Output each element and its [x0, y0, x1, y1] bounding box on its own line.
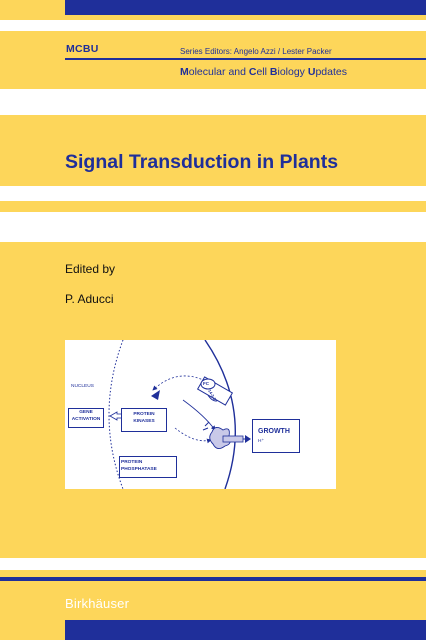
growth-box: [252, 419, 300, 453]
kinases-label-1: PROTEIN: [133, 412, 155, 417]
series-editors: Series Editors: Angelo Azzi / Lester Pac…: [180, 47, 332, 56]
growth-label: GROWTH: [258, 428, 290, 435]
series-name: Molecular and Cell Biology Updates: [180, 66, 347, 78]
nucleus-label: NUCLEUS: [71, 384, 94, 389]
title-lower-band-2: [0, 212, 426, 242]
fc-shape: [200, 378, 216, 390]
dark-arrowhead: [151, 390, 160, 400]
series-name-part: B: [269, 66, 278, 78]
nucleus-envelope: [108, 340, 124, 489]
hollow-arrow: [109, 411, 124, 421]
gene-label: GENE: [79, 410, 93, 415]
fc-label: FC: [203, 381, 209, 386]
publisher-name: Birkhäuser: [65, 596, 130, 611]
series-name-part: iology: [277, 66, 308, 78]
header-rule: [65, 58, 426, 60]
kinases-label-2: KINASES: [133, 419, 155, 424]
kinase-to-pump-arc: [182, 399, 216, 431]
footer-blue-band: [65, 620, 426, 640]
series-name-part: M: [180, 66, 189, 78]
activation-label: ACTIVATION: [71, 417, 101, 422]
phosphatase-label-1: PROTEIN: [121, 460, 143, 465]
signal-arc-inner: [174, 427, 212, 444]
series-name-part: ell: [256, 66, 270, 78]
top-blue-band: [65, 0, 426, 15]
bottom-blue-band: [0, 577, 426, 581]
book-title: Signal Transduction in Plants: [65, 151, 339, 173]
h-plus-label: H⁺: [258, 439, 264, 444]
series-name-part: pdates: [315, 66, 347, 78]
atpase-channel: [222, 435, 244, 443]
signal-diagram: NUCLEUS GENE ACTIVATION PROTEIN KINASES …: [65, 340, 336, 489]
series-code: MCBU: [66, 43, 99, 55]
protein-kinases-box: [121, 408, 167, 432]
editor-name: P. Aducci: [65, 292, 114, 306]
receptor-marks: [202, 421, 210, 431]
plasma-membrane: [204, 340, 236, 489]
series-name-part: C: [248, 66, 257, 78]
gene-activation-box: [68, 408, 104, 428]
diagram-svg: [108, 340, 251, 489]
bottom-white-band: [0, 558, 426, 570]
series-name-part: U: [307, 66, 316, 78]
title-lower-band-1: [0, 186, 426, 201]
protein-phosphatase-box: [119, 456, 177, 478]
atpase-pump: [209, 427, 231, 449]
phosphatase-label-2: PHOSPHATASE: [121, 467, 157, 472]
top-white-band: [0, 20, 426, 31]
pump-arrowhead: [245, 435, 251, 443]
series-name-part: olecular and: [188, 66, 249, 78]
title-upper-band: [0, 89, 426, 115]
edited-by-label: Edited by: [65, 262, 116, 276]
